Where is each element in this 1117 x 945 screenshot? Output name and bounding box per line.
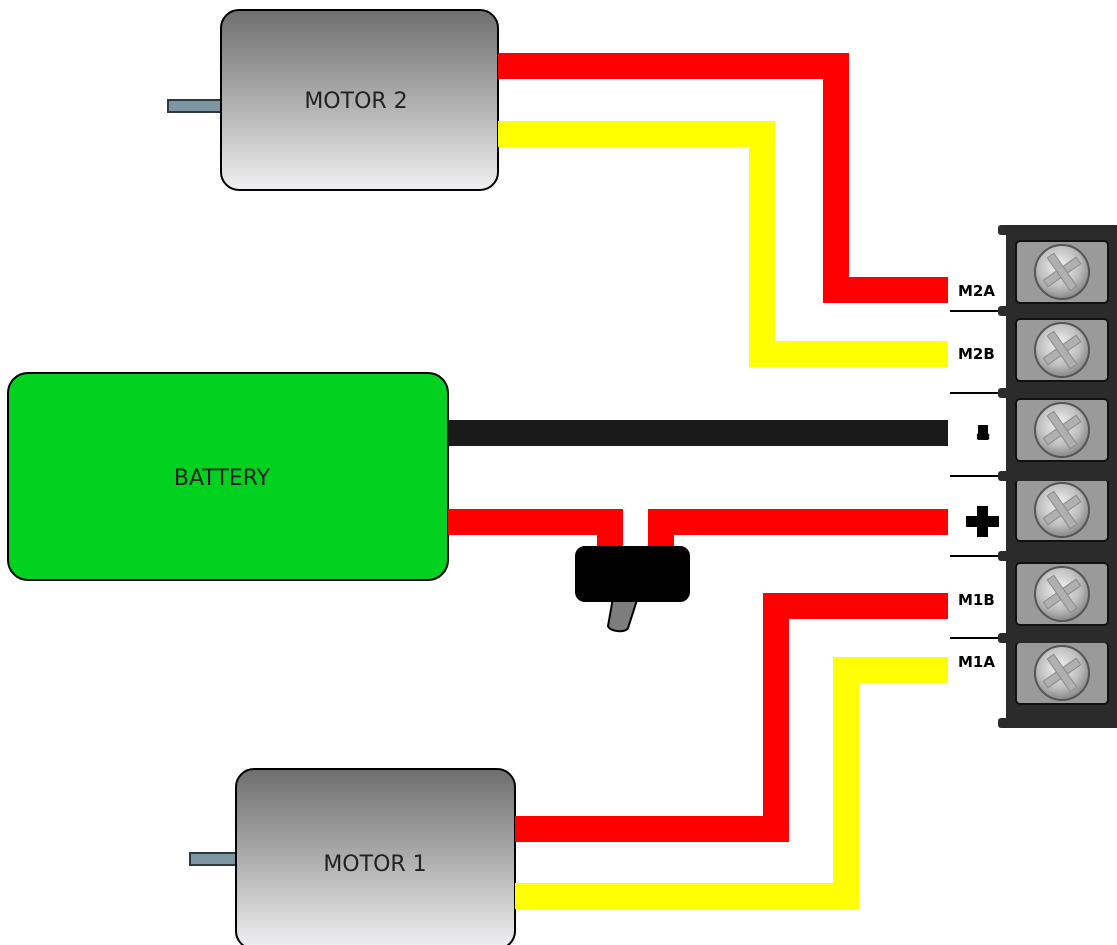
- screw-terminal-icon: [1015, 562, 1109, 626]
- wire-motor2-red: [498, 53, 948, 303]
- wire-battery-positive-a: [448, 509, 623, 548]
- motor-2-body: [220, 9, 499, 191]
- motor-1-label: MOTOR 1: [323, 852, 426, 877]
- screw-terminal-icon: [1015, 641, 1109, 705]
- terminal-label-m1a: M1A: [958, 653, 995, 671]
- terminal-divider-nub: [998, 551, 1117, 561]
- wire-motor1-red: [515, 593, 948, 842]
- shaft-icon: [167, 99, 225, 113]
- terminal-divider-nub: [998, 388, 1117, 398]
- motor-2: MOTOR 2: [167, 9, 499, 191]
- battery-label: BATTERY: [174, 466, 271, 491]
- motor-1-body: [235, 768, 516, 945]
- screw-terminal-icon: [1015, 318, 1109, 382]
- wire-battery-positive-b: [648, 509, 948, 548]
- terminal-block-cap-bottom: [998, 718, 1117, 728]
- terminal-divider-nub: [998, 471, 1117, 481]
- wires: [448, 53, 948, 909]
- terminal-divider-nub: [998, 306, 1117, 316]
- terminal-label-m2b: M2B: [958, 345, 995, 363]
- wire-motor2-yellow: [498, 121, 948, 367]
- terminal-label-m2a: M2A: [958, 282, 995, 300]
- toggle-switch-icon: [575, 546, 690, 633]
- terminal-block-cap-top: [998, 225, 1117, 235]
- screw-terminal-icon: [1015, 240, 1109, 304]
- wire-motor1-yellow: [515, 657, 948, 909]
- terminal-labels: M2A M2B - + M1B M1A: [958, 282, 1000, 671]
- negative-symbol-icon: [978, 425, 988, 440]
- terminal-label-m1b: M1B: [958, 591, 995, 609]
- screw-terminal-icon: [1015, 398, 1109, 462]
- terminal-block: [950, 225, 1117, 728]
- shaft-icon: [189, 852, 241, 866]
- motor-1: MOTOR 1: [189, 768, 516, 945]
- terminal-divider-nub: [998, 633, 1117, 643]
- battery-body: [7, 372, 449, 581]
- motor-2-label: MOTOR 2: [304, 89, 407, 114]
- positive-symbol-icon: [966, 506, 999, 537]
- screw-terminal-icon: [1015, 478, 1109, 542]
- battery: BATTERY: [7, 372, 449, 581]
